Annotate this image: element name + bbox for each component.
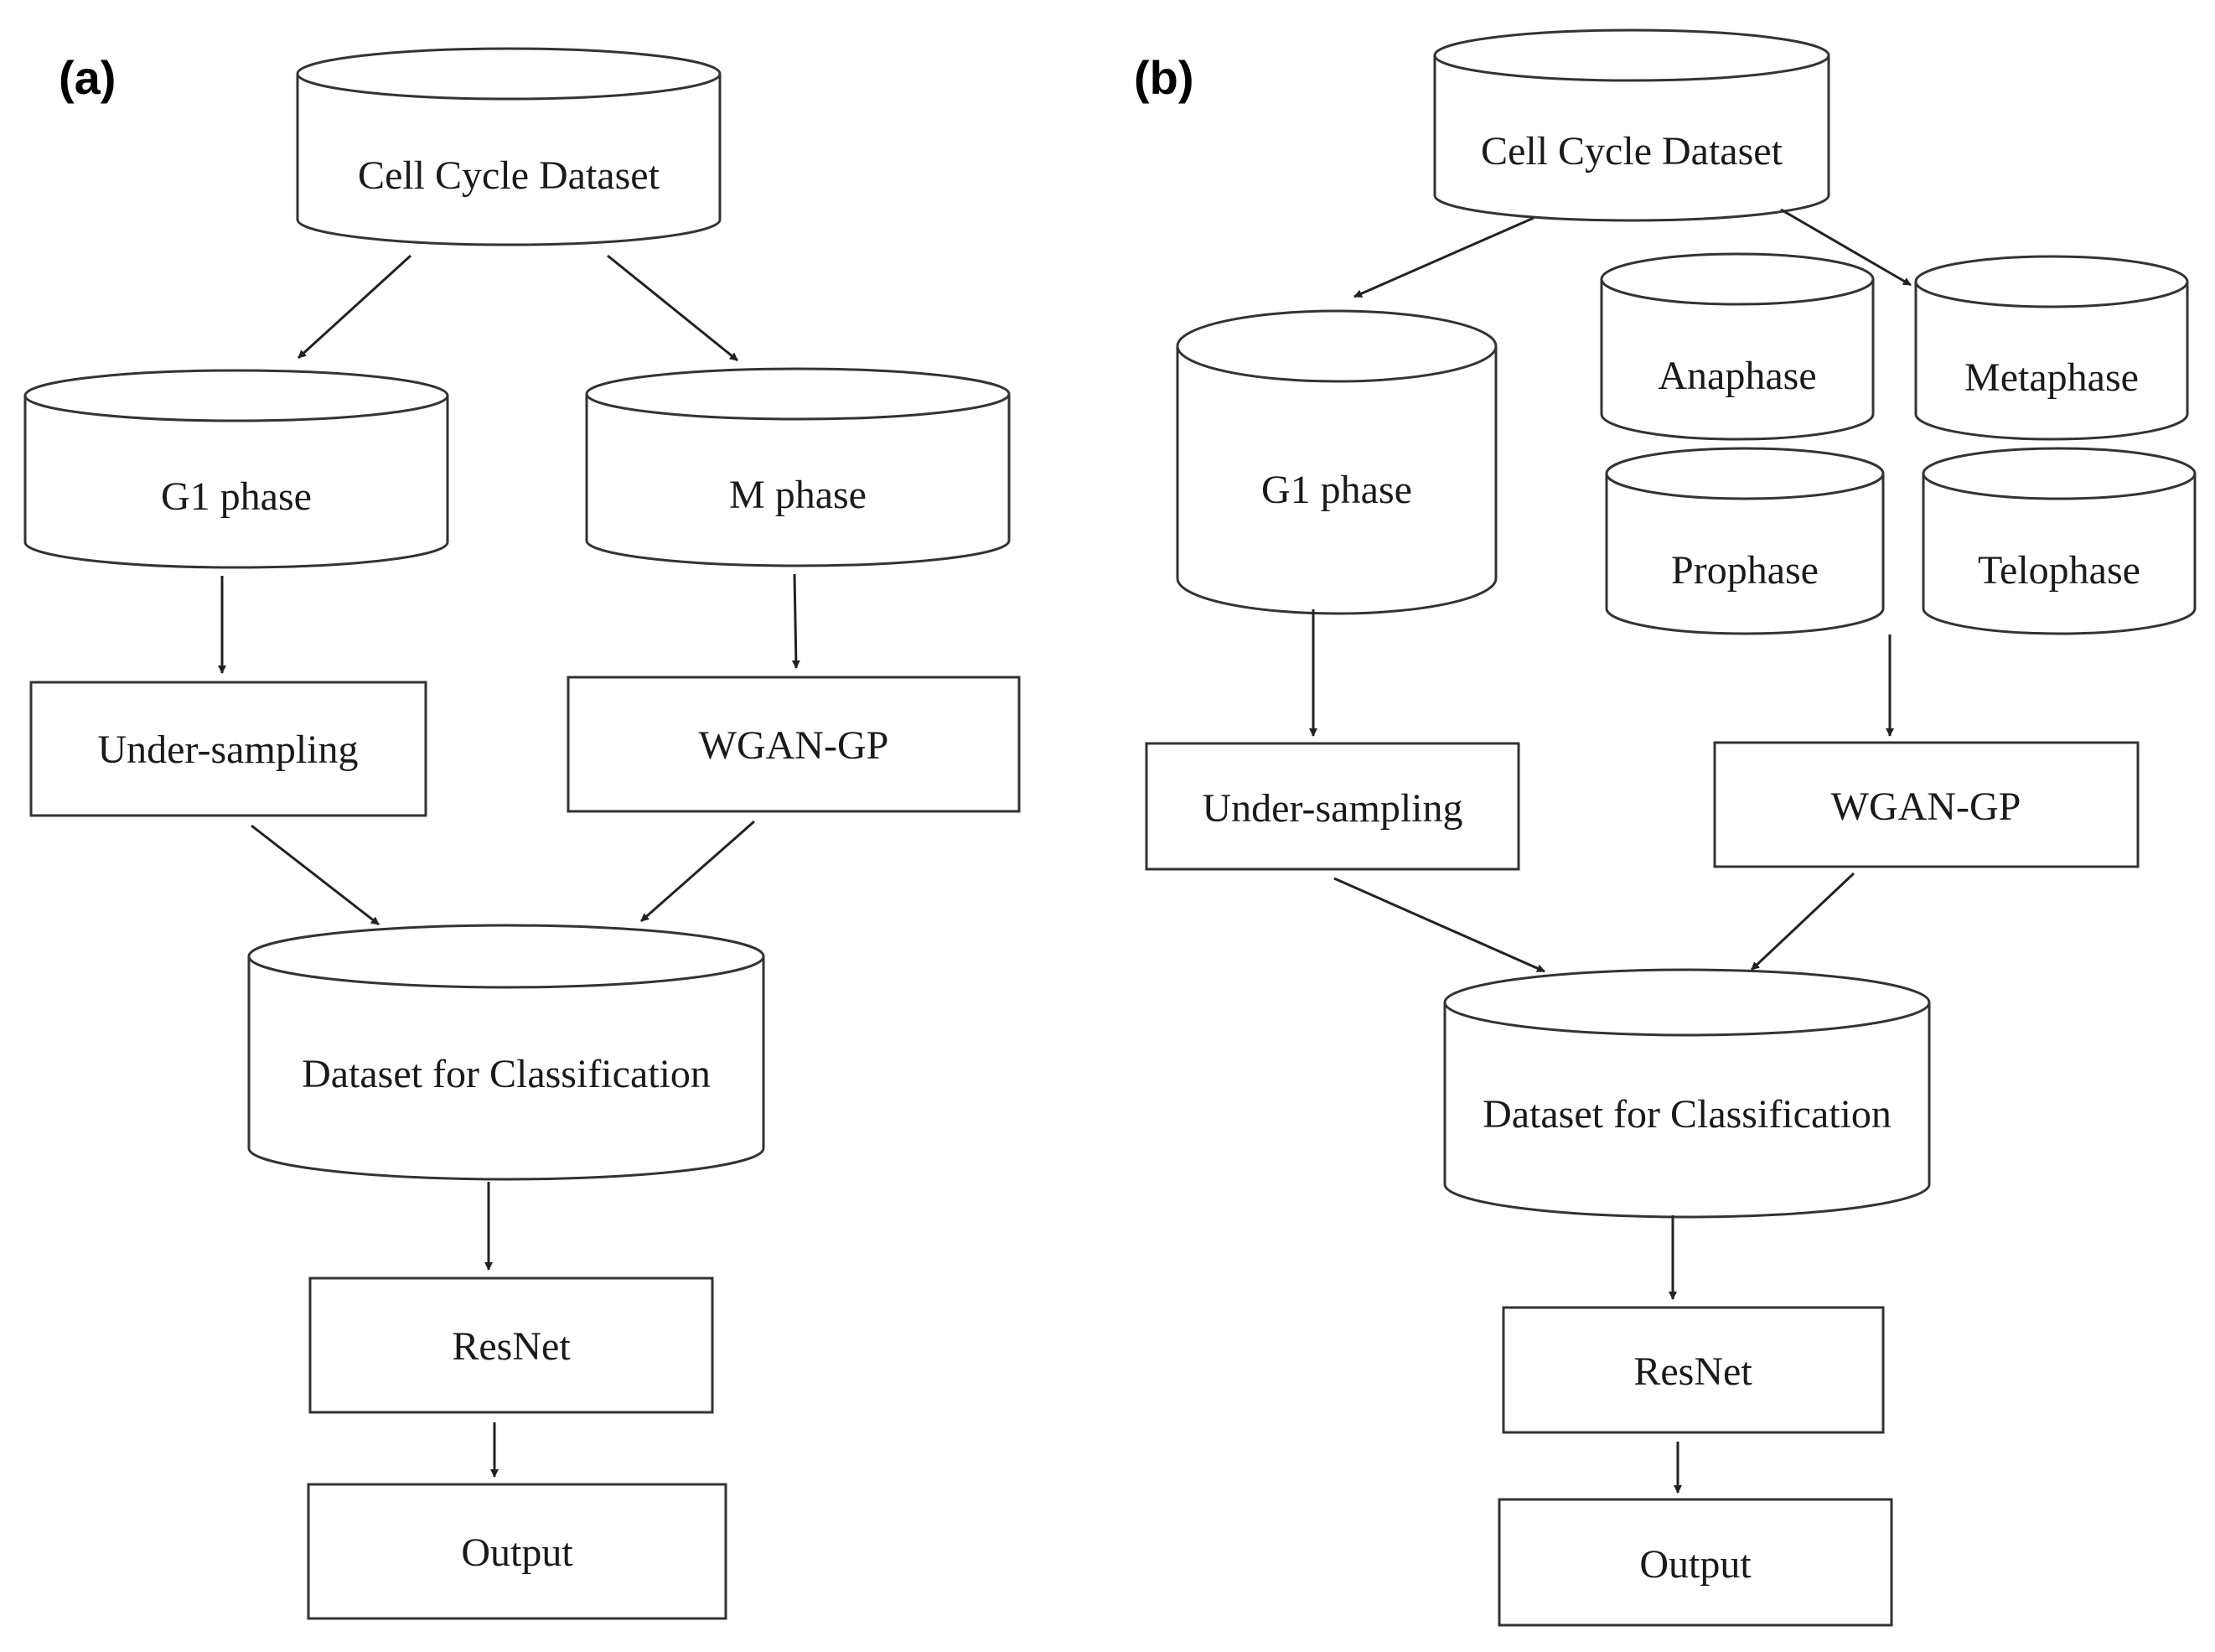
cylinder-prophase: Prophase xyxy=(1605,447,1885,635)
cell-cycle-dataset-label: Cell Cycle Dataset xyxy=(1481,129,1783,173)
g1-phase-label: G1 phase xyxy=(1261,468,1412,512)
arrow-m-to-wgan-a xyxy=(791,573,800,669)
box-resnet-a: ResNet xyxy=(308,1277,714,1414)
anaphase-label: Anaphase xyxy=(1658,354,1816,398)
arrow-dataset-to-m-a xyxy=(607,254,738,362)
wgan-gp-label: WGAN-GP xyxy=(1831,785,2021,829)
cylinder-metaphase: Metaphase xyxy=(1914,255,2189,441)
arrow-undersampling-to-classification-a xyxy=(251,824,380,926)
panel-a-label: (a) xyxy=(59,51,116,104)
cylinder-dataset-classification-a: Dataset for Classification xyxy=(247,924,765,1181)
cylinder-anaphase: Anaphase xyxy=(1600,252,1875,441)
box-wgan-gp-a: WGAN-GP xyxy=(567,676,1021,813)
undersampling-label: Under-sampling xyxy=(98,728,359,772)
cell-cycle-dataset-label: Cell Cycle Dataset xyxy=(358,153,660,198)
box-wgan-gp-b: WGAN-GP xyxy=(1713,741,2140,868)
output-label: Output xyxy=(461,1530,573,1575)
cylinder-telophase: Telophase xyxy=(1922,447,2197,635)
output-label: Output xyxy=(1639,1542,1752,1587)
wgan-gp-label: WGAN-GP xyxy=(699,723,889,768)
metaphase-label: Metaphase xyxy=(1964,355,2139,400)
telophase-label: Telophase xyxy=(1978,548,2140,593)
cylinder-dataset-classification-b: Dataset for Classification xyxy=(1443,968,1931,1219)
box-undersampling-b: Under-sampling xyxy=(1145,742,1520,871)
m-phase-label: M phase xyxy=(729,473,867,517)
dataset-classification-label: Dataset for Classification xyxy=(302,1052,711,1096)
box-output-a: Output xyxy=(307,1483,727,1620)
cylinder-g1-phase-a: G1 phase xyxy=(23,369,449,569)
resnet-label: ResNet xyxy=(1633,1349,1752,1394)
cylinder-cell-cycle-dataset-b: Cell Cycle Dataset xyxy=(1433,28,1830,222)
arrow-wgan-to-classification-b xyxy=(1750,872,1855,971)
arrow-undersampling-to-classification-b xyxy=(1333,877,1545,973)
dataset-classification-label: Dataset for Classification xyxy=(1483,1092,1892,1137)
cylinder-cell-cycle-dataset-a: Cell Cycle Dataset xyxy=(296,47,722,246)
arrow-dataset-to-g1-b xyxy=(1353,216,1534,298)
panel-b: (b) Cell Cycle Dataset G1 phase Anaphase… xyxy=(1134,28,2197,1627)
panel-a: (a) Cell Cycle Dataset G1 phase M phase … xyxy=(23,47,1021,1620)
g1-phase-label: G1 phase xyxy=(161,474,312,519)
cylinder-g1-phase-b: G1 phase xyxy=(1176,309,1498,615)
undersampling-label: Under-sampling xyxy=(1203,786,1463,831)
box-undersampling-a: Under-sampling xyxy=(29,681,427,817)
arrow-dataset-to-g1-a xyxy=(297,254,412,360)
resnet-label: ResNet xyxy=(452,1324,571,1369)
arrow-dataset-to-mitosis-b xyxy=(1780,208,1912,287)
prophase-label: Prophase xyxy=(1671,548,1819,593)
box-output-b: Output xyxy=(1498,1498,1893,1627)
cylinder-m-phase-a: M phase xyxy=(585,367,1011,567)
box-resnet-b: ResNet xyxy=(1502,1306,1885,1434)
panel-b-label: (b) xyxy=(1134,51,1194,104)
arrow-wgan-to-classification-a xyxy=(640,820,755,923)
